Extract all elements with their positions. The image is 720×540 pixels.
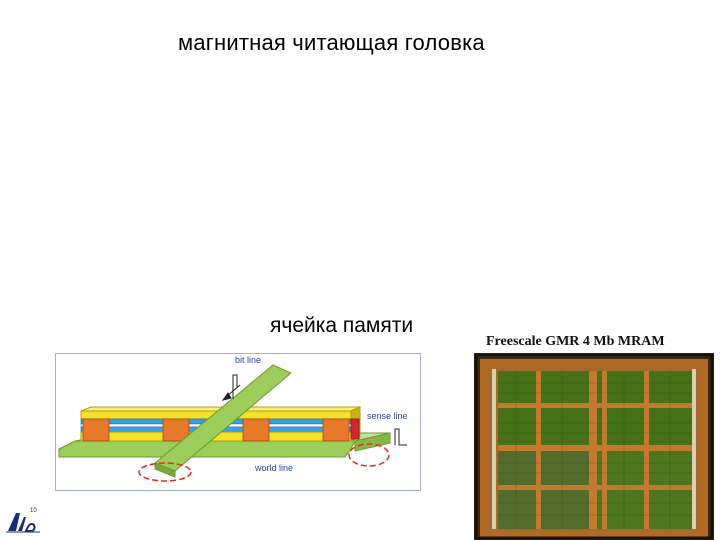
- world-line-label: world line: [254, 463, 293, 473]
- bit-line-label: bit line: [235, 355, 261, 365]
- field-loop-icon: [138, 462, 192, 482]
- page-number: 10: [30, 508, 37, 514]
- chip-caption: Freescale GMR 4 Mb MRAM: [486, 334, 665, 349]
- memory-cell-label: ячейка памяти: [270, 314, 414, 337]
- chip-micrograph: [474, 353, 714, 540]
- field-loop-icon: [348, 443, 390, 467]
- university-logo: [6, 513, 40, 533]
- bit-line: [154, 364, 292, 478]
- sense-line-label: sense line: [367, 411, 408, 421]
- slide-title: магнитная читающая головка: [178, 30, 485, 55]
- current-arrow-icons: [221, 374, 407, 446]
- mram-cell-diagram: bit line sense line world line: [55, 353, 421, 491]
